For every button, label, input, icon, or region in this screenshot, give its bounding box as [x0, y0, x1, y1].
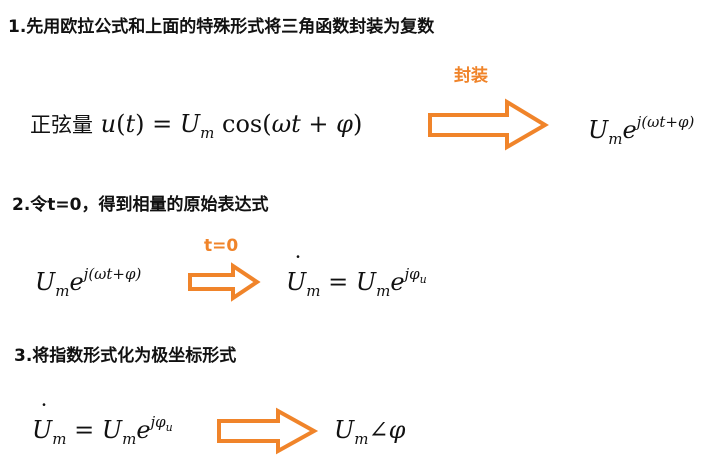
t-zero-label: t=0: [204, 236, 239, 256]
formula-2-result: Um = Umejφu: [286, 254, 427, 299]
formula-1-lhs: u(t): [100, 110, 145, 138]
formula-1-result: Umej(ωt+φ): [588, 113, 695, 148]
step-2-heading: 2.令t=0，得到相量的原始表达式: [12, 195, 269, 215]
arrow-right-icon-1: [428, 98, 549, 151]
formula-3-lhs: Um = Umejφu: [32, 402, 173, 447]
arrow-right-icon-2: [188, 262, 261, 302]
arrow-right-icon-3: [217, 407, 319, 455]
package-label: 封装: [454, 66, 488, 86]
formula-3-result: Um∠φ: [334, 416, 406, 448]
formula-1-rhs: Um cos(ωt + φ): [179, 110, 363, 142]
formula-1-equation: 正弦量 u(t) = Um cos(ωt + φ): [30, 110, 363, 142]
formula-2-lhs: Umej(ωt+φ): [35, 265, 142, 300]
step-3-heading: 3.将指数形式化为极坐标形式: [14, 346, 237, 366]
sinusoid-prefix: 正弦量: [30, 113, 93, 137]
step-1-heading: 1.先用欧拉公式和上面的特殊形式将三角函数封装为复数: [8, 17, 435, 37]
